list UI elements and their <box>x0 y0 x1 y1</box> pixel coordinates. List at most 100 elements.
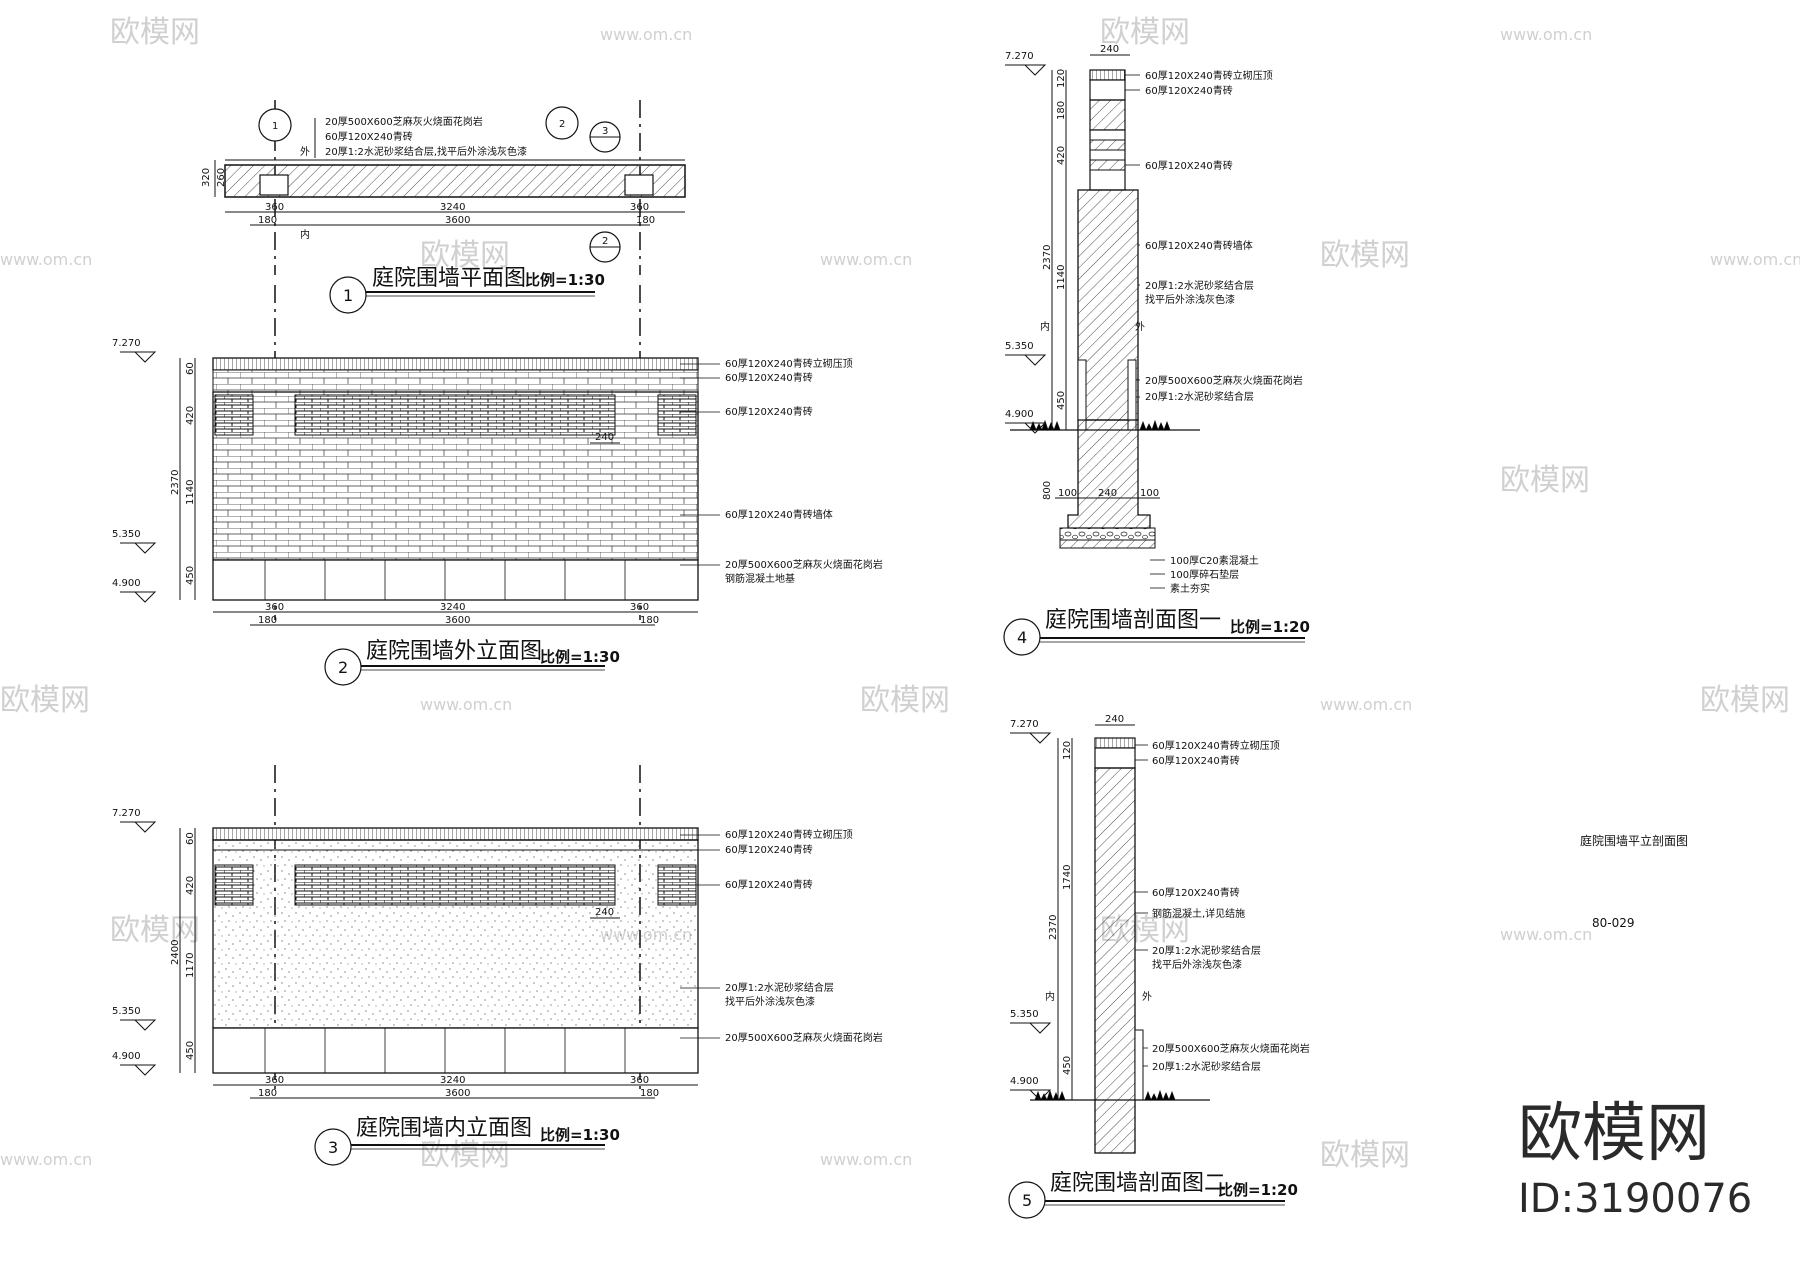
svg-text:4.900: 4.900 <box>1005 409 1034 420</box>
lattice-panel-center <box>294 394 616 436</box>
svg-text:比例=1:20: 比例=1:20 <box>1218 1181 1298 1199</box>
elev-out-dim-450: 450 <box>185 566 196 585</box>
svg-text:4.900: 4.900 <box>112 1051 141 1062</box>
svg-text:180: 180 <box>640 615 659 626</box>
svg-text:钢筋混凝土,详见结施: 钢筋混凝土,详见结施 <box>1152 907 1245 920</box>
elev-out-note-3: 60厚120X240青砖 <box>725 405 813 418</box>
lattice-panel-center <box>294 864 616 906</box>
svg-text:180: 180 <box>640 1088 659 1099</box>
plan-dim-3600: 3600 <box>445 215 470 226</box>
svg-text:庭院围墙剖面图一: 庭院围墙剖面图一 <box>1045 608 1221 633</box>
svg-text:庭院围墙内立面图: 庭院围墙内立面图 <box>356 1116 532 1141</box>
elev-out-dim-420: 420 <box>185 406 196 425</box>
lattice-panel-left <box>214 864 254 906</box>
svg-text:5.350: 5.350 <box>112 1006 141 1017</box>
svg-text:240: 240 <box>1098 488 1117 499</box>
watermark-logo: 欧模网 <box>1320 238 1410 273</box>
plan-dim-260: 260 <box>216 168 227 187</box>
svg-text:60厚120X240青砖立砌压顶: 60厚120X240青砖立砌压顶 <box>1152 739 1280 752</box>
svg-text:3240: 3240 <box>440 1075 465 1086</box>
elev-out-dim-1140: 1140 <box>185 480 196 505</box>
svg-text:360: 360 <box>630 602 649 613</box>
plan-dim-320: 320 <box>201 168 212 187</box>
svg-text:60厚120X240青砖: 60厚120X240青砖 <box>1145 159 1233 172</box>
elev-out-note-4: 60厚120X240青砖墙体 <box>725 508 833 521</box>
interior-elevation-drawing: 240 7.270 5.350 4.900 2400 60 420 1170 4… <box>112 765 883 1166</box>
watermark-big-logo: 欧模网 <box>1518 1097 1710 1171</box>
plan-side-in: 内 <box>300 228 310 241</box>
svg-text:60厚120X240青砖立砌压顶: 60厚120X240青砖立砌压顶 <box>1145 69 1273 82</box>
level-marker: 4.900 <box>1005 409 1047 434</box>
elev-in-dim-240: 240 <box>595 907 614 918</box>
svg-text:2: 2 <box>602 236 608 247</box>
svg-text:180: 180 <box>1056 101 1067 120</box>
watermark-logo: 欧模网 <box>1100 15 1190 50</box>
svg-text:1170: 1170 <box>185 953 196 978</box>
svg-text:60: 60 <box>185 832 196 845</box>
plan-note-3: 20厚1:2水泥砂浆结合层,找平后外涂浅灰色漆 <box>325 145 527 158</box>
watermark-logo: 欧模网 <box>1500 463 1590 498</box>
sec1-side-out: 外 <box>1135 321 1145 333</box>
svg-text:2: 2 <box>338 658 348 677</box>
level-marker: 4.900 <box>112 1051 157 1076</box>
svg-text:60厚120X240青砖: 60厚120X240青砖 <box>725 843 813 856</box>
plan-note-2: 60厚120X240青砖 <box>325 130 413 143</box>
plan-side-out: 外 <box>300 146 310 158</box>
sheet-code: 80-029 <box>1592 916 1635 930</box>
watermark-logo: 欧模网 <box>420 1138 510 1173</box>
watermark-logo: 欧模网 <box>1320 1138 1410 1173</box>
svg-text:7.270: 7.270 <box>112 808 141 819</box>
elev-out-dim-2370: 2370 <box>170 470 181 495</box>
brick-course <box>212 369 699 393</box>
svg-text:20厚1:2水泥砂浆结合层: 20厚1:2水泥砂浆结合层 <box>1152 944 1261 957</box>
level-marker: 5.350 <box>1005 341 1047 366</box>
watermark-logo: 欧模网 <box>110 913 200 948</box>
plan-dim-360-l: 360 <box>265 202 284 213</box>
svg-text:450: 450 <box>1056 391 1067 410</box>
svg-text:5: 5 <box>1022 1191 1032 1210</box>
svg-text:7.270: 7.270 <box>1010 719 1039 730</box>
svg-text:7.270: 7.270 <box>1005 51 1034 62</box>
svg-text:20厚1:2水泥砂浆结合层: 20厚1:2水泥砂浆结合层 <box>1145 279 1254 292</box>
granite-base <box>212 559 699 601</box>
plan-dim-360-r: 360 <box>630 202 649 213</box>
svg-text:180: 180 <box>258 1088 277 1099</box>
sec1-coping <box>1089 69 1126 81</box>
elevation-marker-2: 2 <box>589 231 621 263</box>
svg-text:3240: 3240 <box>440 602 465 613</box>
svg-text:60厚120X240青砖立砌压顶: 60厚120X240青砖立砌压顶 <box>725 828 853 841</box>
elevation-marker-3: 3 <box>589 121 621 153</box>
svg-text:60厚120X240青砖墙体: 60厚120X240青砖墙体 <box>1145 239 1253 252</box>
elev-out-dim-240: 240 <box>595 432 614 443</box>
elev-out-dim-60: 60 <box>185 362 196 375</box>
plan-pillar-right <box>624 174 654 196</box>
svg-text:庭院围墙剖面图二: 庭院围墙剖面图二 <box>1050 1171 1226 1196</box>
section-2-drawing: 240 内 外 7.270 5.350 4.900 2370 120 <box>1008 714 1310 1219</box>
svg-text:360: 360 <box>265 1075 284 1086</box>
drawing-title-4: 4 庭院围墙剖面图一 比例=1:20 <box>1003 608 1310 656</box>
svg-text:找平后外涂浅灰色漆: 找平后外涂浅灰色漆 <box>725 995 815 1008</box>
svg-text:4.900: 4.900 <box>112 578 141 589</box>
svg-text:1: 1 <box>272 121 278 132</box>
svg-text:100厚C20素混凝土: 100厚C20素混凝土 <box>1170 554 1259 567</box>
elev-out-note-6: 钢筋混凝土地基 <box>725 572 795 585</box>
sheet-name: 庭院围墙平立剖面图 <box>1580 833 1688 848</box>
watermark-url: www.om.cn <box>1320 695 1412 714</box>
watermark-logo: 欧模网 <box>1700 683 1790 718</box>
watermark-url: www.om.cn <box>600 25 692 44</box>
drawing-title-3: 3 庭院围墙内立面图 比例=1:30 <box>314 1116 620 1166</box>
svg-text:5.350: 5.350 <box>1010 1009 1039 1020</box>
plan-dim-180-l: 180 <box>258 215 277 226</box>
watermark-url: www.om.cn <box>1500 25 1592 44</box>
svg-text:比例=1:30: 比例=1:30 <box>525 271 605 289</box>
svg-text:外: 外 <box>1142 991 1152 1003</box>
svg-text:450: 450 <box>185 1041 196 1060</box>
watermark-logo: 欧模网 <box>860 683 950 718</box>
svg-text:20厚500X600芝麻灰火烧面花岗岩: 20厚500X600芝麻灰火烧面花岗岩 <box>1152 1042 1310 1055</box>
watermark-url: www.om.cn <box>0 1150 92 1169</box>
svg-text:找平后外涂浅灰色漆: 找平后外涂浅灰色漆 <box>1152 958 1242 971</box>
svg-text:内: 内 <box>1045 990 1055 1003</box>
sec1-side-in: 内 <box>1040 320 1050 333</box>
section-marker-1: 1 <box>258 108 292 142</box>
lattice-panel-right <box>657 394 697 436</box>
